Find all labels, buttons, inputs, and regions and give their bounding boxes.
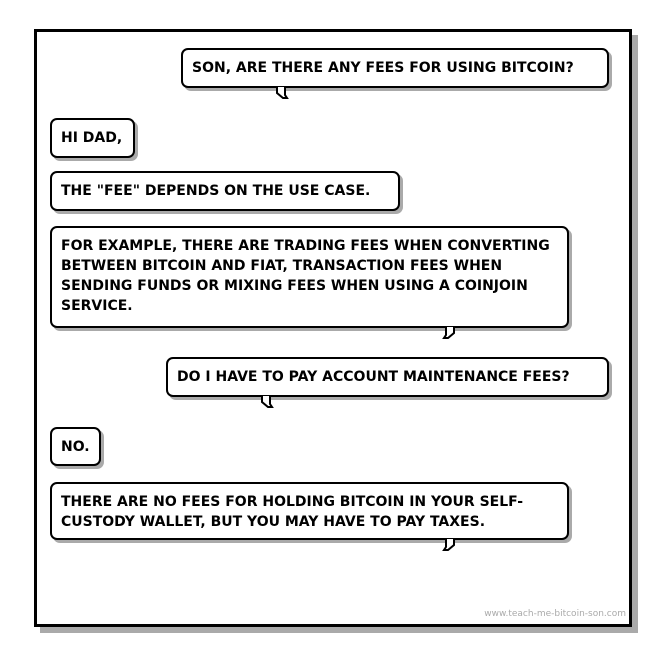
chat-bubble-left: THERE ARE NO FEES FOR HOLDING BITCOIN IN… <box>50 482 569 551</box>
chat-bubble-left: HI DAD, <box>50 118 135 158</box>
speech-tail-icon <box>442 539 455 551</box>
speech-tail-icon <box>261 396 274 408</box>
speech-tail-icon <box>442 327 455 339</box>
chat-bubble-left: THE "FEE" DEPENDS ON THE USE CASE. <box>50 171 400 211</box>
message-text: NO. <box>61 439 90 455</box>
message-text: HI DAD, <box>61 130 123 146</box>
chat-bubble-left: NO. <box>50 427 101 466</box>
message-text: DO I HAVE TO PAY ACCOUNT MAINTENANCE FEE… <box>177 369 570 385</box>
speech-tail-icon <box>276 87 289 99</box>
chat-bubble-right: DO I HAVE TO PAY ACCOUNT MAINTENANCE FEE… <box>166 357 609 408</box>
message-text: SON, ARE THERE ANY FEES FOR USING BITCOI… <box>192 60 574 76</box>
watermark: www.teach-me-bitcoin-son.com <box>484 609 626 619</box>
message-text: FOR EXAMPLE, THERE ARE TRADING FEES WHEN… <box>61 238 550 314</box>
chat-bubble-right: SON, ARE THERE ANY FEES FOR USING BITCOI… <box>181 48 609 99</box>
message-text: THERE ARE NO FEES FOR HOLDING BITCOIN IN… <box>61 494 524 530</box>
message-text: THE "FEE" DEPENDS ON THE USE CASE. <box>61 183 371 199</box>
chat-bubble-left: FOR EXAMPLE, THERE ARE TRADING FEES WHEN… <box>50 226 569 339</box>
